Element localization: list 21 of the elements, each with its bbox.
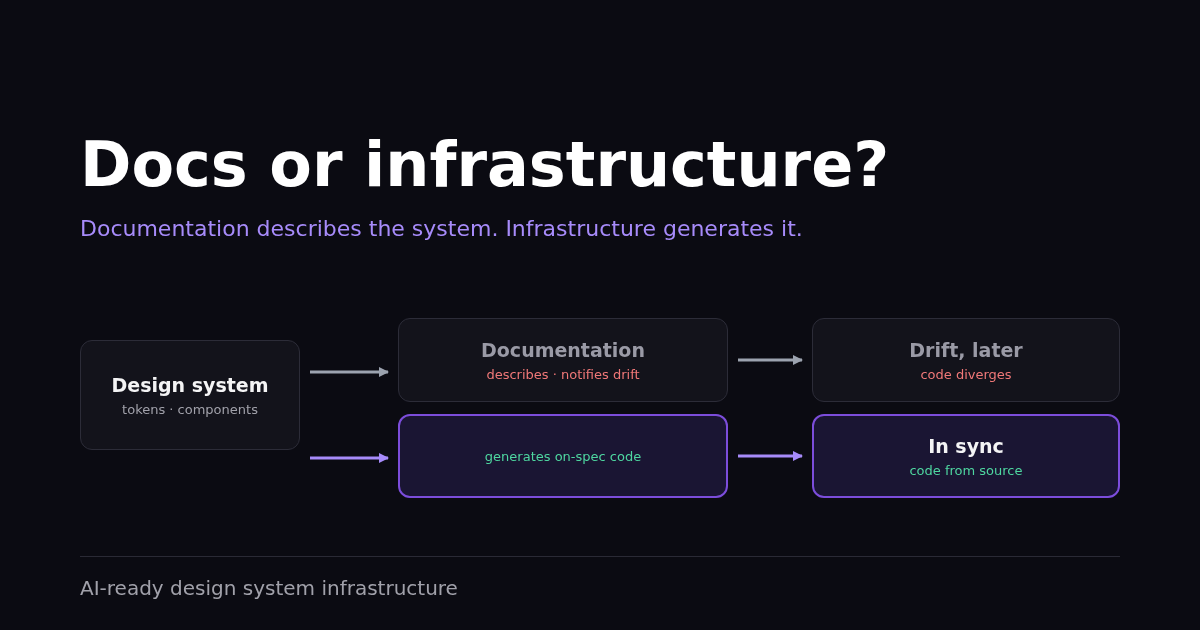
process-box [812, 318, 1120, 402]
arrow [738, 355, 803, 365]
box-title: Drift, later [909, 338, 1023, 361]
box-subtitle: code from source [909, 462, 1023, 478]
process-box [398, 318, 728, 402]
box-subtitle: generates on-spec code [484, 448, 642, 464]
subtitle: Documentation describes the system. Infrastructure generates it. [80, 216, 803, 241]
process-box [80, 340, 300, 450]
footer-text: AI-ready design system infrastructure [80, 576, 458, 600]
arrow [310, 367, 389, 377]
box-subtitle: code diverges [920, 366, 1012, 382]
process-box [398, 414, 728, 498]
arrow [738, 451, 803, 461]
box-title: Documentation [481, 338, 645, 361]
arrow [310, 453, 389, 463]
process-box [812, 414, 1120, 498]
box-title: Design system [111, 373, 269, 396]
box-title: In sync [928, 434, 1004, 457]
box-subtitle: describes · notifies drift [486, 366, 640, 382]
page-title: Docs or infrastructure? [80, 128, 890, 201]
box-subtitle: tokens · components [122, 401, 258, 417]
